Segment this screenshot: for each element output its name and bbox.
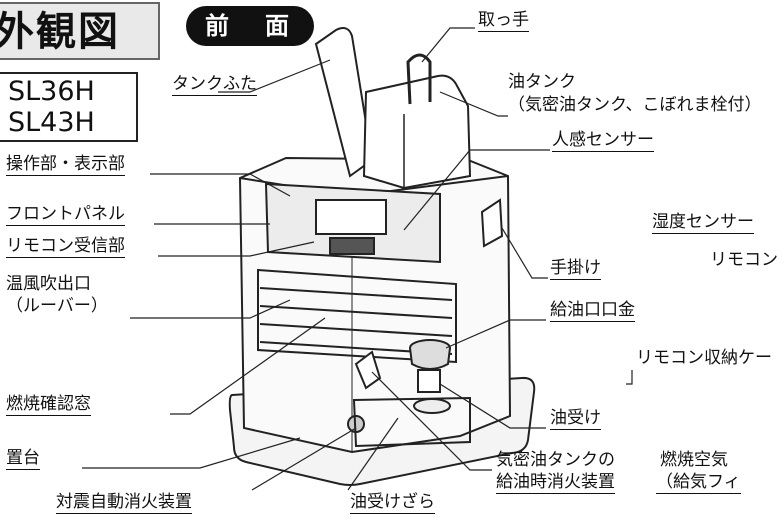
label-tank-refuel-shutoff-detail: 給油時消火装置 bbox=[496, 472, 615, 494]
label-oil-tray: 油受けざら bbox=[350, 492, 435, 514]
leader-line bbox=[439, 383, 546, 429]
label-oil-tank: 油タンク bbox=[508, 72, 576, 92]
label-combustion-air-detail: （給気フィ bbox=[656, 472, 741, 494]
hand-grip-shape bbox=[480, 198, 504, 248]
title-box: 外観図 bbox=[0, 2, 160, 60]
label-remote-storage: リモコン収納ケー bbox=[636, 348, 772, 368]
label-remote: リモコン bbox=[710, 250, 778, 270]
leader-line bbox=[158, 241, 315, 257]
label-seismic-shutoff: 対震自動消火装置 bbox=[56, 492, 192, 514]
fuel-cap-base-shape bbox=[409, 347, 451, 370]
label-humidity-sensor: 湿度センサー bbox=[652, 212, 754, 234]
leader-line bbox=[130, 299, 291, 319]
label-front-panel: フロントパネル bbox=[6, 204, 125, 226]
label-base: 置台 bbox=[6, 448, 40, 470]
leader-line bbox=[445, 319, 546, 349]
label-control-display: 操作部・表示部 bbox=[6, 154, 125, 176]
label-tank-refuel-shutoff: 気密油タンクの bbox=[496, 450, 615, 470]
louver-line-shape bbox=[259, 323, 453, 337]
leader-line bbox=[347, 417, 399, 491]
leader-line bbox=[82, 437, 301, 469]
model-box: SL36H SL43H bbox=[0, 72, 138, 142]
tray-cup-shape bbox=[413, 398, 451, 414]
leader-line bbox=[170, 317, 326, 415]
tank-handle-shape bbox=[406, 53, 432, 105]
oil-tank-shape bbox=[362, 74, 472, 190]
page-title: 外観図 bbox=[0, 9, 120, 55]
label-oil-tank-detail: （気密油タンク、こぼれま栓付） bbox=[508, 95, 762, 115]
label-oil-receiver: 油受け bbox=[550, 408, 601, 430]
leader-lines bbox=[82, 27, 633, 491]
leader-line bbox=[501, 227, 548, 279]
leader-line bbox=[403, 149, 550, 231]
oil-receiver-shape bbox=[417, 369, 441, 393]
leader-line bbox=[439, 91, 508, 117]
label-tank-lid: タンクふた bbox=[172, 74, 257, 96]
label-warm-air-outlet: 温風吹出口 bbox=[6, 274, 91, 294]
label-fuel-inlet-cap: 給油口口金 bbox=[550, 300, 635, 322]
display-window-shape bbox=[315, 199, 387, 235]
model-name: SL36H bbox=[8, 76, 95, 107]
louver-line-shape bbox=[259, 287, 453, 301]
view-badge: 前 面 bbox=[186, 6, 314, 46]
label-hand-grip: 手掛け bbox=[550, 258, 601, 280]
label-louver: （ルーバー） bbox=[6, 296, 108, 316]
leader-line bbox=[421, 27, 475, 63]
model-name: SL43H bbox=[8, 107, 95, 138]
label-combustion-air: 燃焼空気 bbox=[660, 450, 728, 470]
louver-frame-shape bbox=[257, 268, 457, 364]
leader-line bbox=[150, 173, 291, 197]
leader-line bbox=[371, 371, 492, 471]
leader-line bbox=[251, 427, 357, 491]
louver-line-shape bbox=[259, 305, 453, 319]
leader-line bbox=[218, 59, 331, 93]
label-handle: 取っ手 bbox=[478, 10, 529, 32]
label-motion-sensor: 人感センサー bbox=[552, 130, 654, 152]
leader-line bbox=[626, 370, 633, 385]
label-combustion-window: 燃焼確認窓 bbox=[6, 394, 91, 416]
display-button-shape bbox=[329, 237, 375, 255]
shutoff-device-shape bbox=[354, 350, 382, 390]
label-remote-receiver: リモコン受信部 bbox=[6, 236, 125, 258]
